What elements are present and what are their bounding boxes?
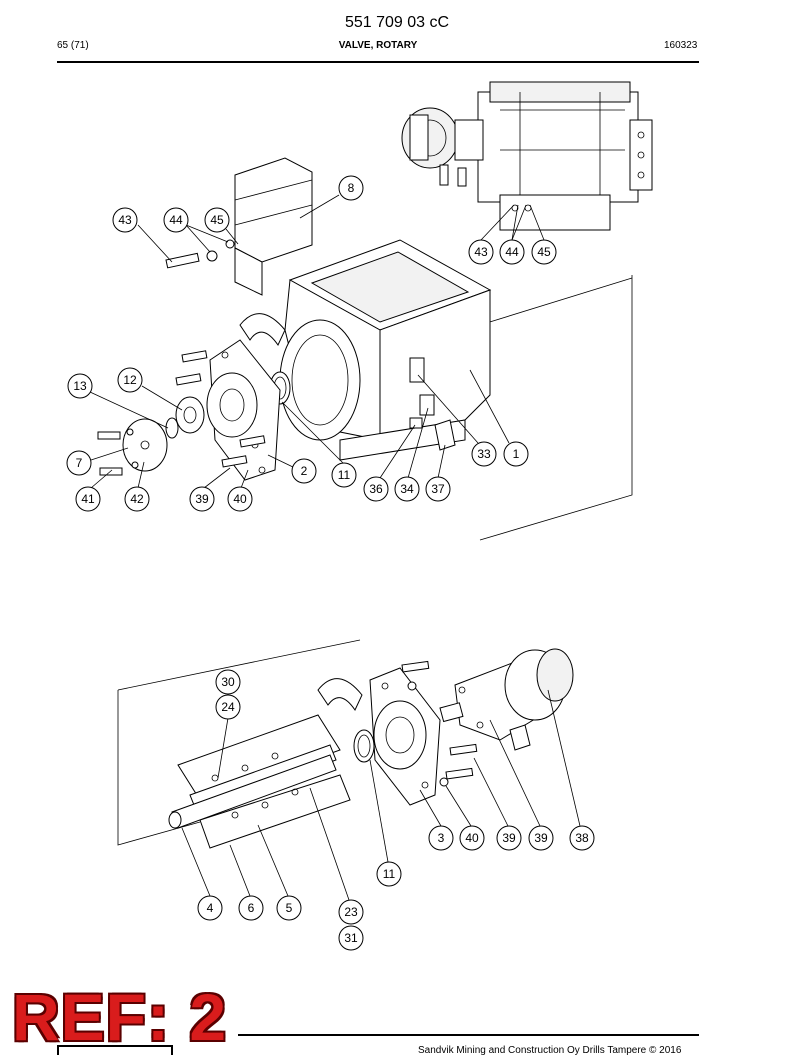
document-date: 160323 bbox=[664, 40, 698, 51]
callout-42: 42 bbox=[124, 486, 150, 512]
callout-5: 5 bbox=[276, 895, 302, 921]
callout-6: 6 bbox=[238, 895, 264, 921]
svg-text:13: 13 bbox=[73, 379, 87, 393]
brand-logo bbox=[57, 1045, 173, 1055]
svg-text:36: 36 bbox=[369, 482, 383, 496]
svg-text:39: 39 bbox=[195, 492, 209, 506]
lower-exploded-group bbox=[117, 639, 574, 849]
callout-45-upper-left: 45 bbox=[204, 207, 230, 233]
callout-44-upper-right: 44 bbox=[499, 239, 525, 265]
svg-text:30: 30 bbox=[221, 675, 235, 689]
callout-39-lower-left: 39 bbox=[496, 825, 522, 851]
svg-text:38: 38 bbox=[575, 831, 589, 845]
svg-text:2: 2 bbox=[301, 464, 308, 478]
callout-43-upper-right: 43 bbox=[468, 239, 494, 265]
svg-text:5: 5 bbox=[286, 901, 293, 915]
callout-23: 23 bbox=[338, 899, 364, 925]
svg-text:1: 1 bbox=[513, 447, 520, 461]
svg-text:41: 41 bbox=[81, 492, 95, 506]
header-rule bbox=[57, 61, 699, 63]
callout-4: 4 bbox=[197, 895, 223, 921]
callout-40-lower: 40 bbox=[459, 825, 485, 851]
svg-text:44: 44 bbox=[505, 245, 519, 259]
callout-38: 38 bbox=[569, 825, 595, 851]
svg-text:45: 45 bbox=[210, 213, 224, 227]
callout-11-lower: 11 bbox=[376, 861, 402, 887]
svg-text:39: 39 bbox=[502, 831, 516, 845]
callout-8: 8 bbox=[338, 175, 364, 201]
svg-text:8: 8 bbox=[348, 181, 355, 195]
callout-37: 37 bbox=[425, 476, 451, 502]
svg-text:24: 24 bbox=[221, 700, 235, 714]
callout-45-upper-right: 45 bbox=[531, 239, 557, 265]
svg-text:43: 43 bbox=[474, 245, 488, 259]
callout-41: 41 bbox=[75, 486, 101, 512]
callout-39-upper: 39 bbox=[189, 486, 215, 512]
callout-43-upper-left: 43 bbox=[112, 207, 138, 233]
footer-rule bbox=[238, 1034, 699, 1036]
callout-1: 1 bbox=[503, 441, 529, 467]
svg-text:11: 11 bbox=[383, 867, 396, 881]
callout-31: 31 bbox=[338, 925, 364, 951]
page-number: 65 (71) bbox=[57, 40, 89, 51]
callout-2: 2 bbox=[291, 458, 317, 484]
svg-text:40: 40 bbox=[233, 492, 247, 506]
upper-exploded-group bbox=[97, 157, 633, 541]
svg-text:23: 23 bbox=[344, 905, 358, 919]
callout-30: 30 bbox=[215, 669, 241, 695]
svg-text:40: 40 bbox=[465, 831, 479, 845]
svg-text:4: 4 bbox=[207, 901, 214, 915]
callout-11-upper: 11 bbox=[331, 462, 357, 488]
svg-text:44: 44 bbox=[169, 213, 183, 227]
svg-text:43: 43 bbox=[118, 213, 132, 227]
svg-text:42: 42 bbox=[130, 492, 144, 506]
svg-text:39: 39 bbox=[534, 831, 548, 845]
bolt-set-upper bbox=[165, 239, 266, 468]
svg-text:3: 3 bbox=[438, 831, 445, 845]
callout-40-upper: 40 bbox=[227, 486, 253, 512]
svg-text:34: 34 bbox=[400, 482, 414, 496]
svg-text:33: 33 bbox=[477, 447, 491, 461]
svg-text:45: 45 bbox=[537, 245, 551, 259]
callout-39-lower-right: 39 bbox=[528, 825, 554, 851]
callout-13: 13 bbox=[67, 373, 93, 399]
svg-text:7: 7 bbox=[76, 456, 83, 470]
callout-12: 12 bbox=[117, 367, 143, 393]
callout-36: 36 bbox=[363, 476, 389, 502]
callout-3: 3 bbox=[428, 825, 454, 851]
svg-text:31: 31 bbox=[344, 931, 358, 945]
section-title: VALVE, ROTARY bbox=[338, 40, 418, 51]
svg-text:11: 11 bbox=[338, 468, 351, 482]
callout-24: 24 bbox=[215, 694, 241, 720]
svg-text:6: 6 bbox=[248, 901, 255, 915]
callout-44-upper-left: 44 bbox=[163, 207, 189, 233]
svg-text:12: 12 bbox=[123, 373, 137, 387]
document-number: 551 709 03 cC bbox=[344, 14, 450, 31]
svg-text:37: 37 bbox=[431, 482, 445, 496]
callout-34: 34 bbox=[394, 476, 420, 502]
callout-33: 33 bbox=[471, 441, 497, 467]
copyright-text: Sandvik Mining and Construction Oy Drill… bbox=[418, 1045, 682, 1056]
callout-7: 7 bbox=[66, 450, 92, 476]
leader-lines bbox=[89, 194, 581, 901]
ref-stamp: REF: 2 bbox=[12, 980, 228, 1054]
assembled-valve-view bbox=[401, 81, 653, 231]
